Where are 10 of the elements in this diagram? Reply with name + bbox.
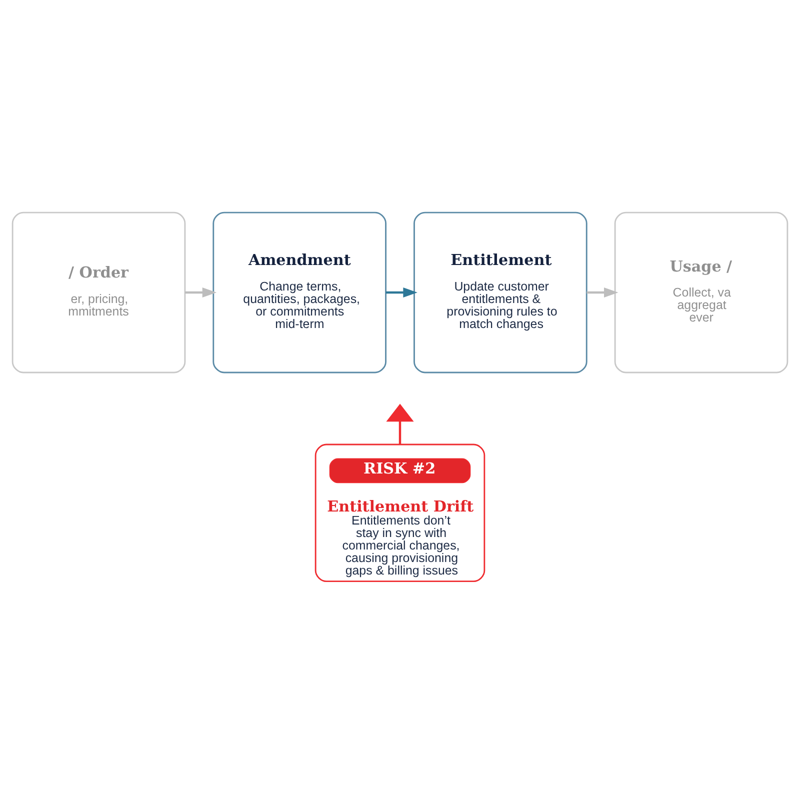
arrow	[586, 287, 618, 298]
arrow	[185, 287, 217, 298]
connector	[398, 420, 402, 444]
arrow	[386, 287, 418, 298]
node-box: / Order er, pricing, mmitments	[12, 211, 186, 373]
node-box: Usage / Collect, va aggregat ever	[614, 211, 788, 373]
node-box: Amendment Change terms, quantities, packages, or commitments mid-term	[212, 211, 386, 373]
node-box: Entitlement Update customer entitlements & provisioning rules to match changes	[414, 211, 588, 373]
node-box: RISK #2	[329, 458, 471, 483]
node-triangle	[386, 403, 414, 422]
